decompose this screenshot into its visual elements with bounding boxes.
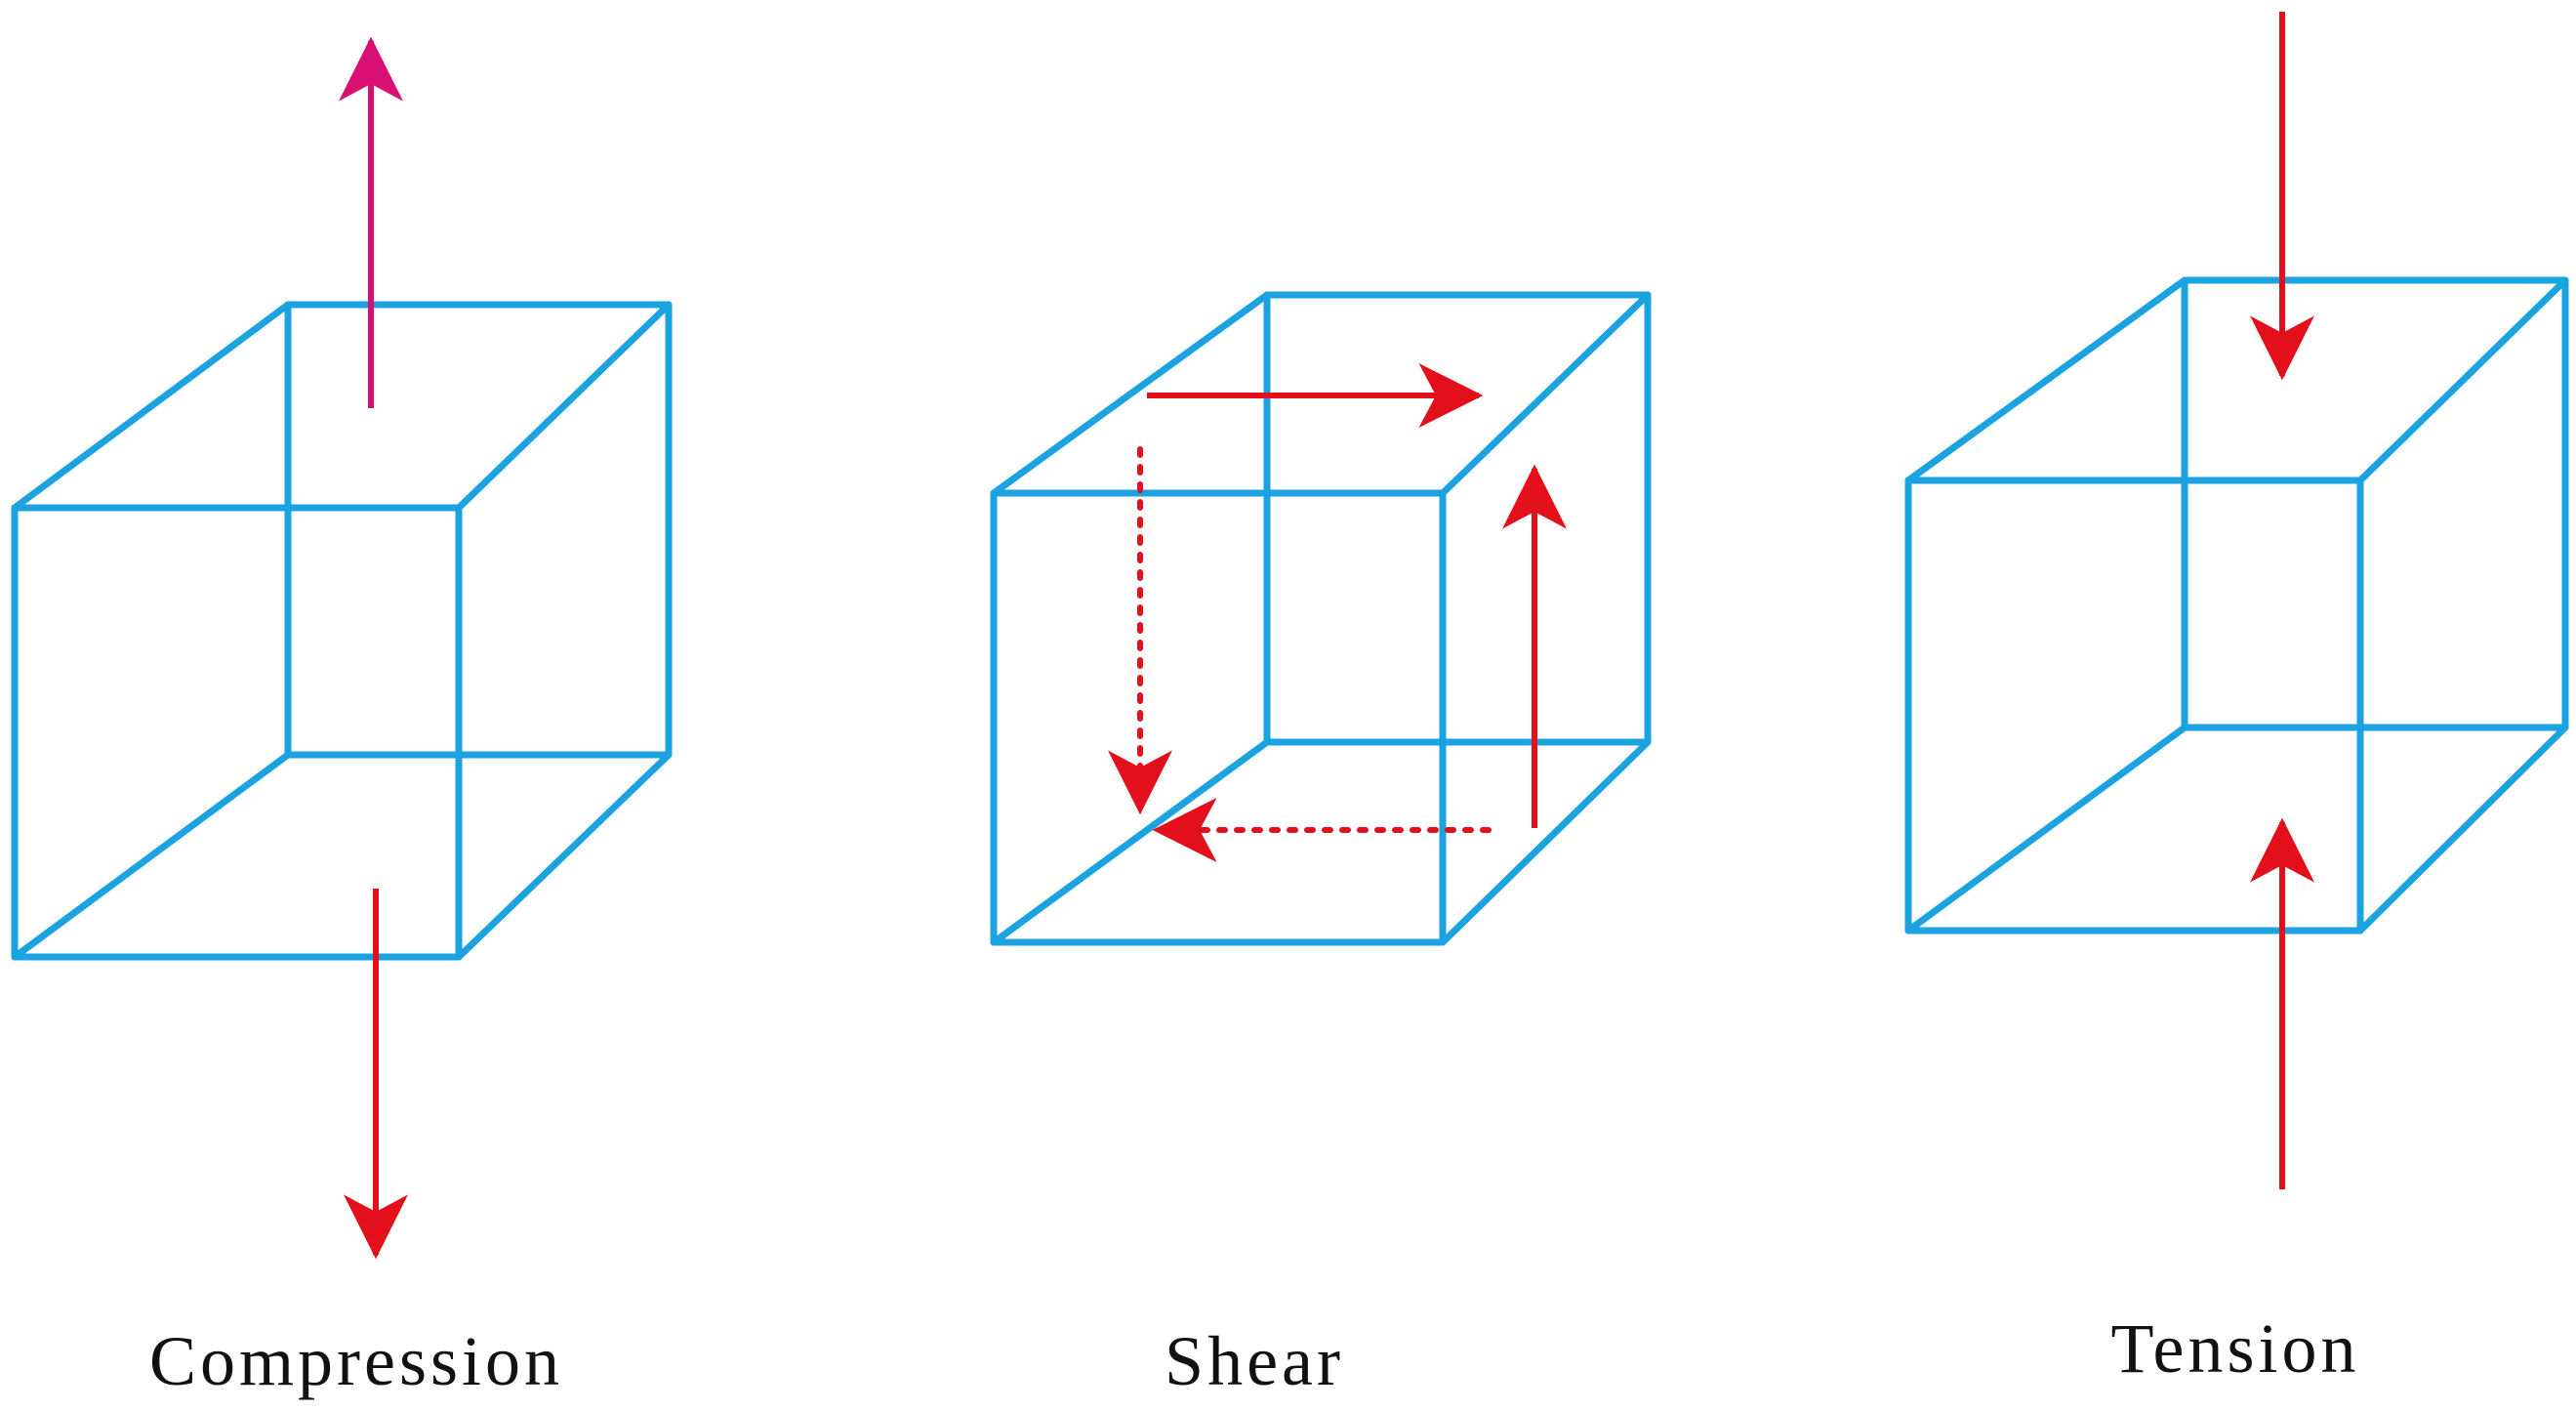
tension-panel: Tension bbox=[1904, 12, 2569, 1388]
tension-caption: Tension bbox=[2111, 1309, 2360, 1388]
shear-panel: Shear bbox=[990, 291, 1652, 1400]
compression-caption: Compression bbox=[149, 1322, 563, 1400]
tension-cube bbox=[1904, 276, 2569, 934]
shear-cube bbox=[990, 291, 1652, 946]
compression-panel: Compression bbox=[11, 36, 673, 1400]
shear-caption: Shear bbox=[1165, 1322, 1344, 1400]
compression-cube bbox=[11, 301, 673, 961]
